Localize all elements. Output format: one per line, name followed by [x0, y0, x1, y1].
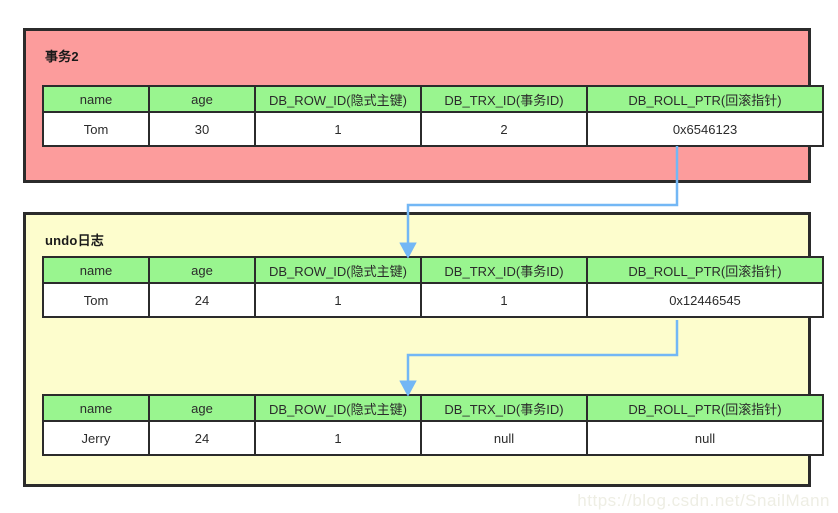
cell-name: Tom [42, 282, 150, 318]
table-row: Tom 30 1 2 0x6546123 [42, 111, 824, 147]
column-header-age: age [148, 256, 256, 284]
watermark: https://blog.csdn.net/SnailMann [577, 491, 830, 510]
column-header-db-trx-id: DB_TRX_ID(事务ID) [420, 394, 588, 422]
table-header-row: name age DB_ROW_ID(隐式主键) DB_TRX_ID(事务ID)… [42, 256, 824, 284]
cell-db-trx-id: null [420, 420, 588, 456]
column-header-db-trx-id: DB_TRX_ID(事务ID) [420, 256, 588, 284]
cell-age: 24 [148, 282, 256, 318]
column-header-age: age [148, 85, 256, 113]
cell-db-row-id: 1 [254, 420, 422, 456]
table-row: Tom 24 1 1 0x12446545 [42, 282, 824, 318]
undo-log-section-title: undo日志 [45, 233, 104, 248]
cell-name: Jerry [42, 420, 150, 456]
table-row: Jerry 24 1 null null [42, 420, 824, 456]
cell-db-roll-ptr: null [586, 420, 824, 456]
column-header-name: name [42, 85, 150, 113]
cell-db-row-id: 1 [254, 111, 422, 147]
cell-db-row-id: 1 [254, 282, 422, 318]
cell-db-roll-ptr: 0x12446545 [586, 282, 824, 318]
column-header-db-row-id: DB_ROW_ID(隐式主键) [254, 85, 422, 113]
table-header-row: name age DB_ROW_ID(隐式主键) DB_TRX_ID(事务ID)… [42, 394, 824, 422]
cell-db-roll-ptr: 0x6546123 [586, 111, 824, 147]
column-header-db-row-id: DB_ROW_ID(隐式主键) [254, 256, 422, 284]
cell-age: 24 [148, 420, 256, 456]
cell-db-trx-id: 1 [420, 282, 588, 318]
table-header-row: name age DB_ROW_ID(隐式主键) DB_TRX_ID(事务ID)… [42, 85, 824, 113]
column-header-db-row-id: DB_ROW_ID(隐式主键) [254, 394, 422, 422]
column-header-db-trx-id: DB_TRX_ID(事务ID) [420, 85, 588, 113]
cell-db-trx-id: 2 [420, 111, 588, 147]
undo-record-table-1: name age DB_ROW_ID(隐式主键) DB_TRX_ID(事务ID)… [42, 256, 824, 318]
column-header-db-roll-ptr: DB_ROLL_PTR(回滚指针) [586, 256, 824, 284]
cell-name: Tom [42, 111, 150, 147]
column-header-age: age [148, 394, 256, 422]
undo-record-table-2: name age DB_ROW_ID(隐式主键) DB_TRX_ID(事务ID)… [42, 394, 824, 456]
column-header-name: name [42, 256, 150, 284]
column-header-db-roll-ptr: DB_ROLL_PTR(回滚指针) [586, 394, 824, 422]
cell-age: 30 [148, 111, 256, 147]
transaction-record-table: name age DB_ROW_ID(隐式主键) DB_TRX_ID(事务ID)… [42, 85, 824, 147]
transaction-section-title: 事务2 [45, 49, 79, 64]
column-header-db-roll-ptr: DB_ROLL_PTR(回滚指针) [586, 85, 824, 113]
column-header-name: name [42, 394, 150, 422]
